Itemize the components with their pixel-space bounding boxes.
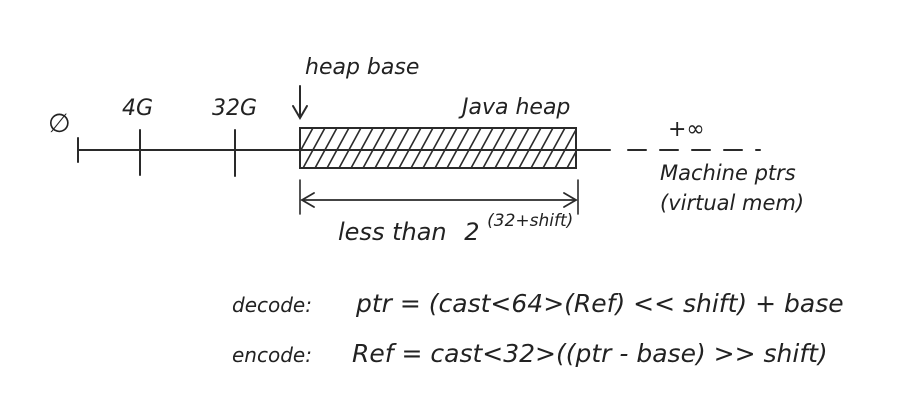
origin-label: ∅ bbox=[48, 109, 71, 139]
hatch-line bbox=[422, 128, 446, 168]
hatch-line bbox=[410, 128, 434, 168]
encode-formula: Ref = cast<32>((ptr - base) >> shift) bbox=[352, 339, 828, 368]
hatch-line bbox=[302, 128, 326, 168]
tick-label-32g: 32G bbox=[212, 96, 257, 121]
hatch-line bbox=[350, 128, 374, 168]
extent-base: 2 bbox=[464, 218, 479, 246]
hatch-line bbox=[506, 128, 530, 168]
java-heap-label: Java heap bbox=[458, 95, 570, 120]
hatch-line bbox=[470, 128, 494, 168]
encode-label: encode: bbox=[232, 343, 312, 367]
hatch-line bbox=[530, 128, 554, 168]
hatch-line bbox=[518, 128, 542, 168]
machine-ptrs-label: Machine ptrs bbox=[660, 161, 796, 185]
hatch-line bbox=[446, 128, 470, 168]
hatch-line bbox=[590, 126, 614, 170]
extent-exponent: (32+shift) bbox=[487, 211, 573, 231]
hatch-line bbox=[338, 128, 362, 168]
infinity-label: +∞ bbox=[668, 117, 705, 142]
decode-formula: ptr = (cast<64>(Ref) << shift) + base bbox=[355, 289, 844, 318]
hatch-line bbox=[566, 149, 576, 168]
hatch-line bbox=[374, 128, 398, 168]
hatch-line bbox=[494, 128, 518, 168]
java-heap-region bbox=[299, 126, 614, 170]
tick-label-4g: 4G bbox=[122, 96, 153, 121]
heap-base-label: heap base bbox=[305, 55, 419, 80]
hatch-line bbox=[554, 128, 576, 168]
extent-label: less than 2 (32+shift) bbox=[338, 211, 573, 246]
heap-base-arrow bbox=[292, 85, 308, 120]
hatch-line bbox=[362, 128, 386, 168]
extent-text: less than bbox=[338, 218, 447, 246]
hatch-line bbox=[398, 128, 422, 168]
decode-label: decode: bbox=[232, 293, 312, 317]
virtual-mem-label: (virtual mem) bbox=[660, 191, 804, 215]
hatch-line bbox=[458, 128, 482, 168]
heap-hatching bbox=[300, 126, 614, 170]
hatch-line bbox=[482, 128, 506, 168]
heap-extent-arrow bbox=[299, 179, 579, 215]
hatch-line bbox=[326, 128, 350, 168]
hatch-line bbox=[578, 126, 602, 170]
hatch-line bbox=[300, 128, 314, 154]
hatch-line bbox=[386, 128, 410, 168]
hatch-line bbox=[434, 128, 458, 168]
hatch-line bbox=[314, 128, 338, 168]
hatch-line bbox=[542, 128, 566, 168]
